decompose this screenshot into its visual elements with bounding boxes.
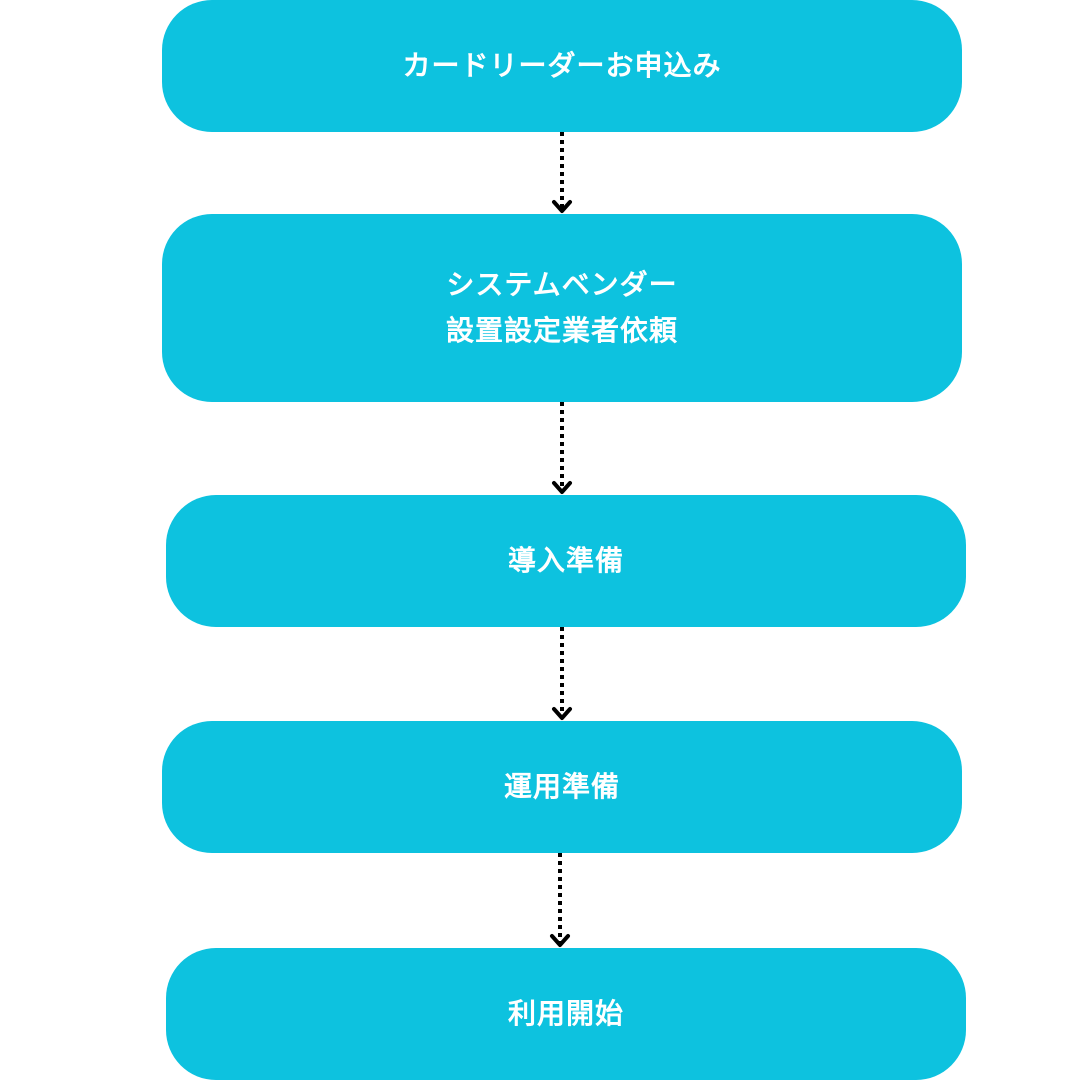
arrowhead-icon bbox=[552, 200, 572, 213]
arrowhead-icon bbox=[552, 481, 572, 494]
step-label: 利用開始 bbox=[507, 997, 624, 1030]
dotted-arrow-connector bbox=[552, 402, 572, 494]
dotted-arrow-connector bbox=[552, 132, 572, 213]
arrowhead-icon bbox=[552, 707, 572, 720]
flow-step-system-vendor-request: システムベンダー 設置設定業者依頼 bbox=[162, 214, 962, 402]
flow-step-card-reader-application: カードリーダーお申込み bbox=[162, 0, 962, 132]
step-label-line-2: 設置設定業者依頼 bbox=[445, 314, 678, 347]
step-label: カードリーダーお申込み bbox=[402, 49, 722, 82]
step-label: 運用準備 bbox=[503, 770, 620, 803]
dotted-arrow-connector bbox=[550, 853, 570, 947]
step-label-line-1: システムベンダー bbox=[446, 268, 678, 301]
flow-step-start-of-use: 利用開始 bbox=[166, 948, 966, 1080]
flow-step-introduction-preparation: 導入準備 bbox=[166, 495, 966, 627]
step-label: 導入準備 bbox=[507, 544, 624, 577]
dotted-arrow-connector bbox=[552, 627, 572, 720]
flow-step-operation-preparation: 運用準備 bbox=[162, 721, 962, 853]
arrowhead-icon bbox=[550, 934, 570, 947]
